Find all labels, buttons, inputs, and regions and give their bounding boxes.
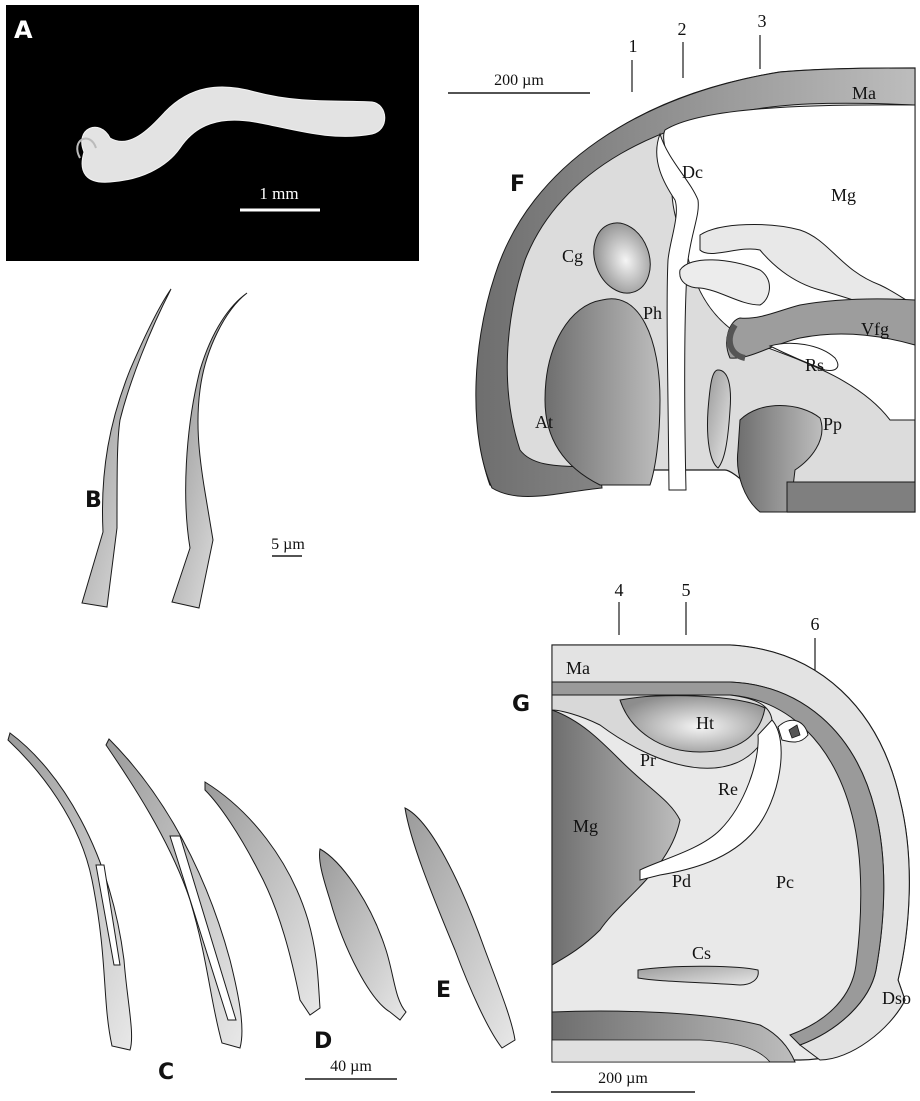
label-at: At [535,412,553,432]
marker-3: 3 [758,11,767,31]
marker-2: 2 [678,19,687,39]
bottom-band-f [787,482,915,512]
panel-b-letter: B [85,488,102,513]
label-ma-f: Ma [852,83,876,103]
photo-scale-label: 1 mm [259,184,298,203]
panel-b-setae: B 5 µm [82,289,305,608]
label-mg-f: Mg [831,185,856,205]
seta-cde-scale-label: 40 µm [330,1058,372,1075]
seta-c-2-slit [170,836,236,1020]
panel-d-letter: D [314,1029,332,1054]
section-g-scale-label: 200 µm [598,1070,648,1087]
label-re: Re [718,779,738,799]
label-cs: Cs [692,943,711,963]
panel-a-photo: A 1 mm [6,5,419,261]
seta-b-scale-label: 5 µm [271,536,305,553]
seta-d-2 [319,849,406,1020]
marker-1: 1 [629,36,638,56]
seta-e [405,808,515,1048]
seta-c-1 [8,733,132,1050]
label-pp: Pp [823,414,842,434]
panel-f-letter: F [510,172,525,197]
panel-a-letter: A [14,16,33,44]
marker-4: 4 [615,580,624,600]
panel-g-section: G 200 µm 4 5 6 Ma Ht Pr Re [512,580,911,1092]
label-ma-g: Ma [566,658,590,678]
label-dso: Dso [882,988,911,1008]
marker-5: 5 [682,580,691,600]
label-dc: Dc [682,162,703,182]
label-pd: Pd [672,871,691,891]
seta-b-left [82,289,171,607]
panel-cde-setae: C D E 40 µm [8,733,515,1085]
panel-c-letter: C [158,1060,174,1085]
panel-e-letter: E [436,978,451,1003]
label-pr: Pr [640,750,656,770]
label-rs: Rs [805,355,824,375]
seta-b-right [172,293,247,608]
label-ph: Ph [643,303,662,323]
label-mg-g: Mg [573,816,598,836]
label-vfg: Vfg [861,319,889,339]
panel-f-section: F 200 µm 1 2 3 Ma [448,11,915,512]
section-f-scale-label: 200 µm [494,72,544,89]
marker-6: 6 [811,614,820,634]
label-cg: Cg [562,246,583,266]
panel-g-letter: G [512,692,530,717]
label-pc: Pc [776,872,794,892]
label-ht: Ht [696,713,714,733]
